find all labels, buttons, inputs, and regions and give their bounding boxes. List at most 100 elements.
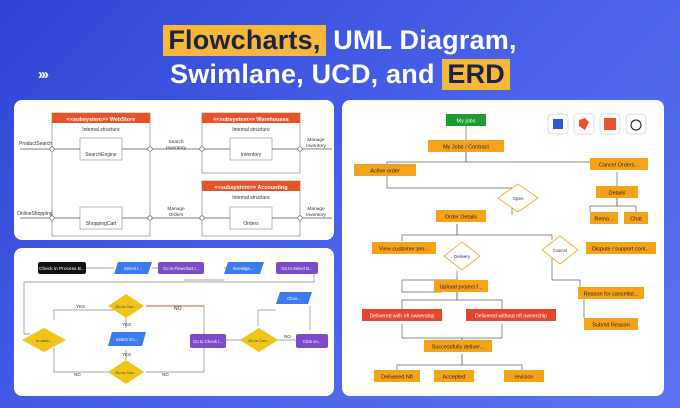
uml-webstore-sub: Internal structure [82,127,120,133]
node-delivered-without-label: Delivered without nft ownership [475,314,547,320]
node-delivered-with-label: Delivered with nft ownership [370,314,435,320]
node-accepted-label: Accepted [443,375,466,381]
node-my-jobs-contract [428,140,504,152]
jobs-flowchart: My jobs My Jobs / Contract Active order … [354,113,656,382]
flowchart-diagram: Check in Process B... Select I... Go to … [22,262,328,384]
node-upload-project [434,280,488,292]
jobs-lines [386,125,637,370]
node-cancel-orders [590,158,648,170]
jobs-flowchart-card: My jobs My Jobs / Contract Active order … [342,100,664,396]
title-highlight-erd: ERD [442,59,510,90]
flow-decision-con-2-label: Go to Con... [115,370,137,375]
uml-diagram-card: <<subsystem>> WebStore Internal structur… [14,100,334,240]
node-successfully-label: Successfully deliver... [432,345,485,351]
flow-node-check [190,334,226,348]
node-submit-reason-label: Submit Reason [592,323,630,329]
flow-node-4 [276,262,318,274]
decision-delivery-label: Delivery [454,254,471,259]
decision-open-label: Open [512,196,524,201]
node-order-details-label: Order Details [445,215,478,221]
node-delivered-with [362,309,442,321]
uml-accounting-sub: Internal structure [232,195,270,201]
flow-node-1 [114,262,152,274]
page-title: Flowcharts, UML Diagram, Swimlane, UCD, … [0,24,680,90]
flow-decision-con-3-label: Go to Con... [248,338,270,343]
node-active-order [354,164,416,176]
uml-shoppingcart-label: ShoppingCart [86,221,117,227]
node-dispute-label: Dispute / support cont... [592,247,651,253]
title-line-2: Swimlane, UCD, and ERD [0,58,680,90]
flow-decision-con-1 [108,294,144,318]
app-icons [547,113,647,135]
flow-start-node [38,262,86,274]
uml-orders-label: Orders [243,221,259,227]
uml-label-productsearch: ProductSearch [19,141,52,147]
flow-edge-no-1: NO [174,306,182,312]
node-my-jobs [446,114,486,126]
flow-edge-yes-1: YES [76,304,85,309]
uml-search-inventory-line2: Inventory [166,145,186,151]
node-reason-cancel [578,287,644,299]
node-upload-project-label: Upload project f... [439,285,483,291]
flow-edge-no-3: NO [162,372,169,377]
node-details-label: Details [609,191,626,197]
decision-cancel-label: Cancel [553,248,567,253]
office-icon-shape [579,118,589,130]
flow-node-select-go [108,332,146,346]
power-icon[interactable] [625,113,647,135]
flow-edge-yes-3: YES [122,352,131,357]
uml-warehouses-title: <<subsystem>> Warehouses [213,117,289,123]
node-order-details [436,210,486,222]
node-details [596,186,638,198]
flowchart-card: Check in Process B... Select I... Go to … [14,248,334,396]
node-my-jobs-contract-label: My Jobs / Contract [443,145,489,151]
node-my-jobs-label: My jobs [457,119,476,125]
node-active-order-label: Active order [370,169,400,175]
uml-warehouses-header [202,113,300,123]
flow-decision-con-2 [108,360,144,384]
flow-decision-area-label: In area... [36,338,52,343]
chevrons-decoration: ››› [38,66,49,83]
uml-accounting-title: <<subsystem>> Accounting [214,185,287,191]
uml-warehouses-sub: Internal structure [232,127,270,133]
node-delivered-nft [374,370,420,382]
node-remo-label: Remo... [594,217,614,223]
uml-manage-inventory-1-line2: Inventory [306,143,326,149]
node-successfully [424,340,492,352]
uml-manage-inventory-2-line2: Inventory [306,212,326,218]
decision-open [497,183,539,213]
node-view-customer-label: View customer pro... [379,247,430,253]
node-revision [504,370,544,382]
node-cancel-orders-label: Cancel Orders... [599,163,640,169]
title-text-uml: UML Diagram, [325,25,517,55]
title-text-swimlane: Swimlane, UCD, and [170,59,443,89]
uml-manage-orders-line1: Manage [167,206,185,212]
flow-decision-con-3 [240,328,278,352]
node-chat-label: Chat [630,217,642,223]
flow-node-choose [276,292,312,304]
flow-edge-no-2: NO [74,372,81,377]
uml-webstore-title: <<subsystem>> WebStore [67,117,136,123]
flow-node-1-label: Select I... [124,266,142,271]
uml-diagram: <<subsystem>> WebStore Internal structur… [17,112,332,237]
node-remo [590,212,618,224]
uml-searchengine-label: SearchEngine [85,152,117,158]
uml-label-onlineshopping: OnlineShopping [17,211,53,217]
node-reason-cancel-label: Reason for cancellat... [584,292,639,298]
node-revision-label: revision [515,375,534,381]
node-accepted [434,370,474,382]
node-submit-reason [584,318,638,330]
flow-node-click [296,334,328,348]
uml-ports [49,146,303,221]
flow-node-check-label: Go to Check I... [193,339,223,344]
flow-edge-no-4: NO [284,334,291,339]
uml-manage-inventory-1-line1: Manage [307,137,325,143]
word-icon-fill [553,119,563,129]
decision-cancel [541,235,579,265]
node-view-customer [372,242,436,254]
flowchart-lines [23,267,315,373]
